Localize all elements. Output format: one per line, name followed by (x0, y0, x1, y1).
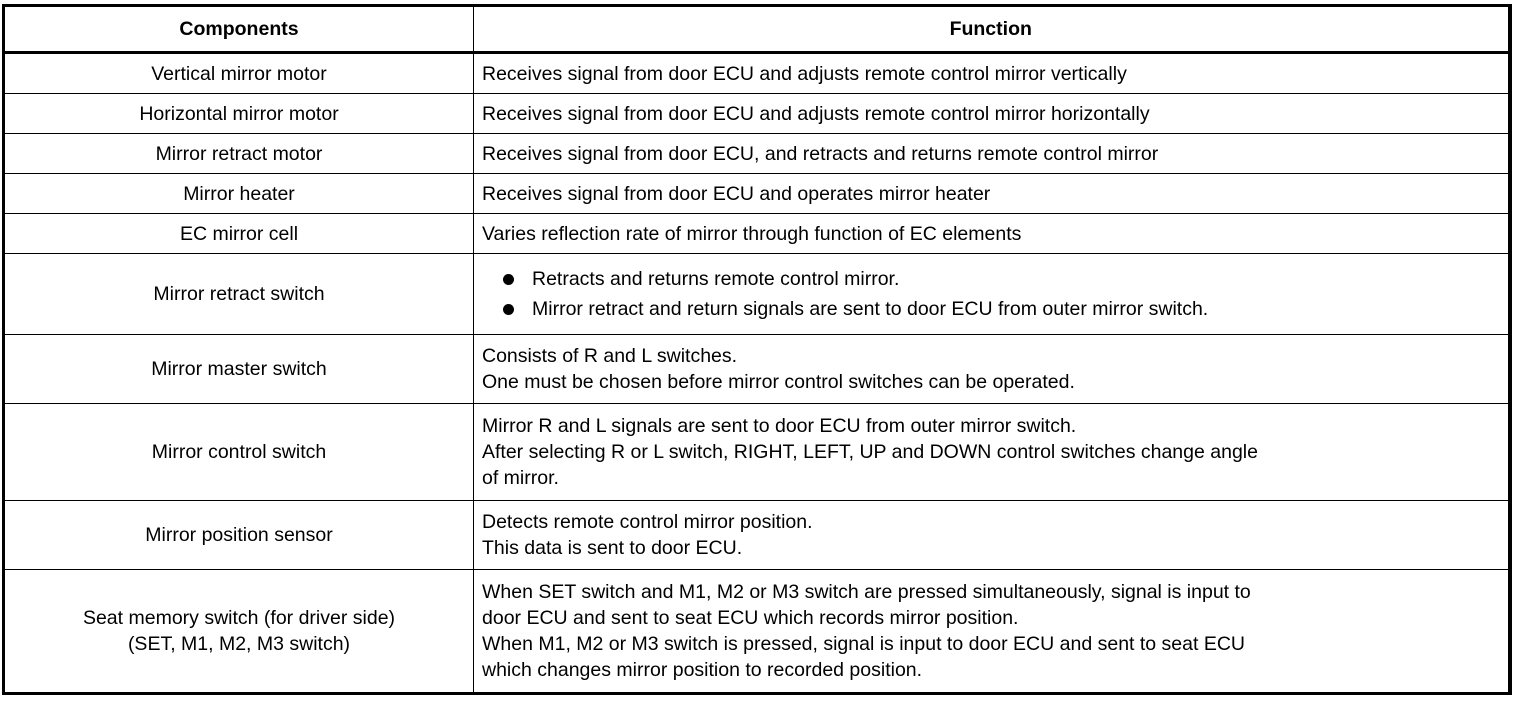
function-cell: Receives signal from door ECU, and retra… (473, 133, 1510, 174)
function-text: Detects remote control mirror position. (482, 511, 813, 533)
table-row: EC mirror cell Varies reflection rate of… (3, 213, 1510, 254)
function-text: Receives signal from door ECU, and retra… (482, 142, 1159, 165)
component-cell: Mirror control switch (3, 403, 474, 501)
table-row: Vertical mirror motor Receives signal fr… (3, 52, 1510, 94)
function-cell: Retracts and returns remote control mirr… (473, 253, 1510, 335)
component-cell: Horizontal mirror motor (3, 93, 474, 134)
components-function-table-container: Components Function Vertical mirror moto… (2, 4, 1512, 695)
component-text: Mirror master switch (151, 358, 327, 380)
function-cell: Receives signal from door ECU and adjust… (473, 93, 1510, 134)
function-cell: Detects remote control mirror position. … (473, 500, 1510, 570)
component-text: EC mirror cell (179, 222, 299, 245)
component-cell: Mirror position sensor (3, 500, 474, 570)
component-cell: Mirror heater (3, 173, 474, 214)
function-cell: Mirror R and L signals are sent to door … (473, 403, 1510, 501)
component-text: Seat memory switch (for driver side) (82, 607, 396, 629)
table-row: Mirror master switch Consists of R and L… (3, 334, 1510, 404)
function-text: Mirror R and L signals are sent to door … (482, 415, 1077, 437)
component-cell: EC mirror cell (3, 213, 474, 254)
component-cell: Mirror retract switch (3, 253, 474, 335)
function-text: Consists of R and L switches. (482, 345, 738, 367)
header-function: Function (473, 5, 1510, 54)
function-text: Receives signal from door ECU and adjust… (482, 102, 1150, 125)
header-row: Components Function (3, 5, 1510, 54)
bullet-text: Retracts and returns remote control mirr… (532, 268, 900, 290)
function-text: door ECU and sent to seat ECU which reco… (482, 607, 1019, 629)
function-cell: Receives signal from door ECU and adjust… (473, 52, 1510, 94)
function-text: Varies reflection rate of mirror through… (482, 222, 1022, 245)
component-text: Mirror retract switch (153, 283, 325, 305)
table-row: Mirror retract switch Retracts and retur… (3, 253, 1510, 335)
function-text: When M1, M2 or M3 switch is pressed, sig… (482, 633, 1245, 655)
function-cell: Receives signal from door ECU and operat… (473, 173, 1510, 214)
function-text: This data is sent to door ECU. (482, 537, 743, 559)
component-cell: Seat memory switch (for driver side) (SE… (3, 569, 474, 694)
component-text: Vertical mirror motor (151, 62, 327, 85)
component-text: (SET, M1, M2, M3 switch) (127, 633, 351, 655)
table-row: Horizontal mirror motor Receives signal … (3, 93, 1510, 134)
component-text: Mirror retract motor (155, 142, 323, 165)
bullet-text: Mirror retract and return signals are se… (532, 298, 1209, 320)
function-cell: Consists of R and L switches. One must b… (473, 334, 1510, 404)
table-row: Mirror retract motor Receives signal fro… (3, 133, 1510, 174)
function-text: Receives signal from door ECU and operat… (482, 182, 991, 205)
function-text: which changes mirror position to recorde… (482, 659, 923, 681)
table-row: Mirror control switch Mirror R and L sig… (3, 403, 1510, 501)
header-components: Components (3, 5, 474, 54)
bullet-item: Retracts and returns remote control mirr… (502, 264, 1500, 294)
component-text: Mirror control switch (151, 441, 327, 463)
bullet-dot-icon (503, 304, 514, 315)
table-row: Seat memory switch (for driver side) (SE… (3, 569, 1510, 694)
components-function-table: Components Function Vertical mirror moto… (2, 4, 1512, 695)
component-text: Mirror heater (183, 182, 295, 205)
component-cell: Mirror master switch (3, 334, 474, 404)
function-text: of mirror. (482, 467, 559, 489)
component-cell: Vertical mirror motor (3, 52, 474, 94)
function-text: Receives signal from door ECU and adjust… (482, 62, 1127, 85)
component-text: Horizontal mirror motor (139, 102, 339, 125)
bullet-dot-icon (503, 274, 514, 285)
function-text: When SET switch and M1, M2 or M3 switch … (482, 581, 1251, 603)
table-row: Mirror position sensor Detects remote co… (3, 500, 1510, 570)
bullet-item: Mirror retract and return signals are se… (502, 294, 1500, 324)
bullet-list: Retracts and returns remote control mirr… (482, 264, 1500, 324)
function-text: One must be chosen before mirror control… (482, 371, 1075, 393)
component-cell: Mirror retract motor (3, 133, 474, 174)
component-text: Mirror position sensor (145, 524, 333, 546)
table-row: Mirror heater Receives signal from door … (3, 173, 1510, 214)
function-cell: Varies reflection rate of mirror through… (473, 213, 1510, 254)
function-text: After selecting R or L switch, RIGHT, LE… (482, 441, 1258, 463)
function-cell: When SET switch and M1, M2 or M3 switch … (473, 569, 1510, 694)
